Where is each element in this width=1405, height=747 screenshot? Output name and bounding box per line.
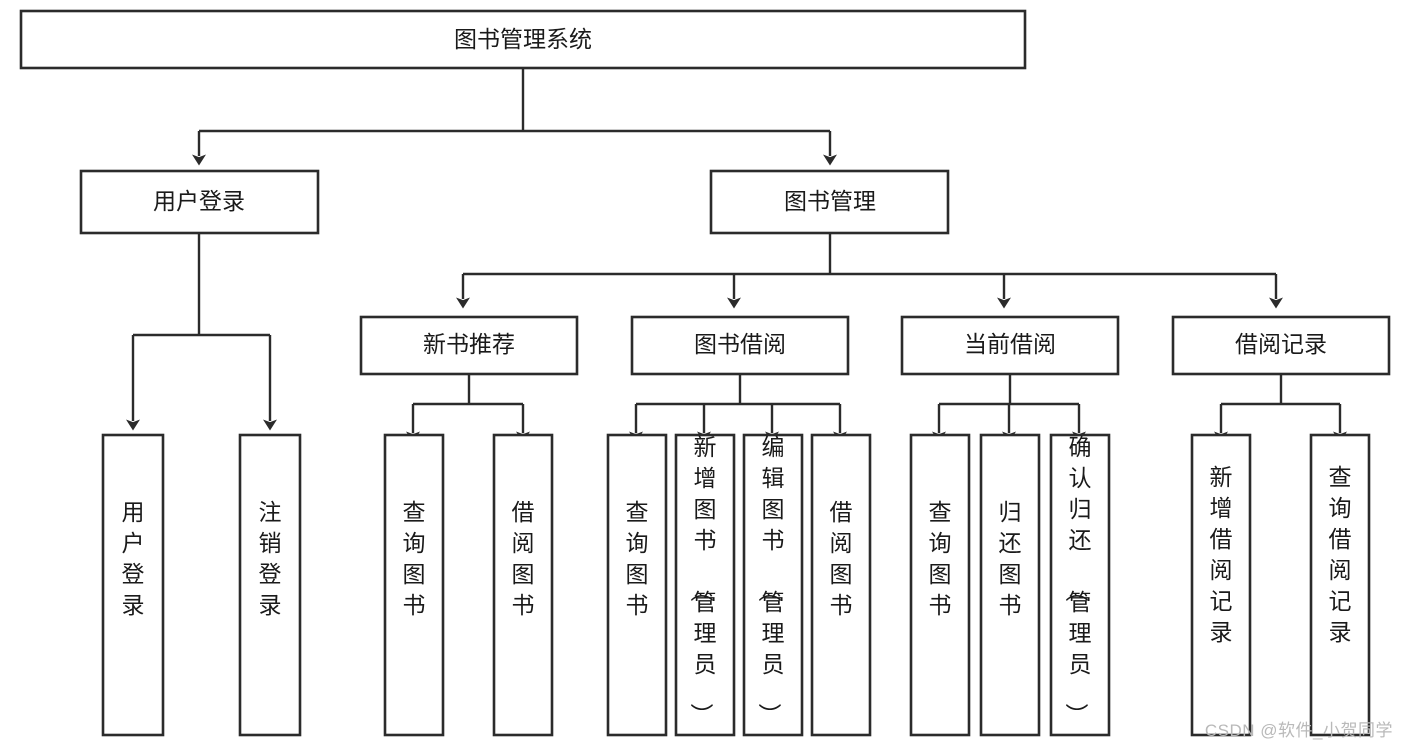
node-leaf-query-book-1[interactable]: 查询图书 [383,433,445,737]
node-leaf-logout-box[interactable] [238,433,302,737]
node-leaf-return-book-label: 归还图书 [999,499,1022,618]
node-leaf-edit-book-box[interactable] [742,433,804,737]
node-leaf-borrow-book-2-box[interactable] [810,433,872,737]
node-new-book-rec-label: 新书推荐 [423,331,515,357]
node-new-book-rec[interactable]: 新书推荐 [359,315,579,376]
node-leaf-query-book-3-box[interactable] [909,433,971,737]
node-leaf-user-login[interactable]: 用户登录 [101,433,165,737]
node-leaf-user-login-label: 用户登录 [122,499,145,618]
node-leaf-query-book-3-label: 查询图书 [929,499,952,618]
node-current-borrow[interactable]: 当前借阅 [900,315,1120,376]
node-leaf-query-book-3[interactable]: 查询图书 [909,433,971,737]
node-root-box[interactable] [19,9,1027,70]
node-leaf-confirm-return-label: 确认归还（管理员） [1064,434,1092,726]
node-current-borrow-box[interactable] [900,315,1120,376]
node-leaf-borrow-book-1[interactable]: 借阅图书 [492,433,554,737]
node-leaf-add-record[interactable]: 新增借阅记录 [1190,433,1252,737]
node-leaf-confirm-return[interactable]: 确认归还（管理员） [1049,433,1111,737]
node-leaf-logout-label: 注销登录 [259,499,282,618]
node-borrow-record-box[interactable] [1171,315,1391,376]
node-leaf-add-book-label: 新增图书（管理员） [689,434,717,726]
node-leaf-add-book-box[interactable] [674,433,736,737]
node-leaf-return-book[interactable]: 归还图书 [979,433,1041,737]
node-book-manage-label: 图书管理 [784,188,876,214]
node-current-borrow-label: 当前借阅 [964,331,1056,357]
node-book-borrow[interactable]: 图书借阅 [630,315,850,376]
node-book-manage[interactable]: 图书管理 [709,169,950,235]
node-borrow-record-label: 借阅记录 [1235,331,1327,357]
node-leaf-borrow-book-1-box[interactable] [492,433,554,737]
node-leaf-borrow-book-2[interactable]: 借阅图书 [810,433,872,737]
node-user-login-label: 用户登录 [153,188,245,214]
node-leaf-add-record-box[interactable] [1190,433,1252,737]
node-book-borrow-box[interactable] [630,315,850,376]
node-leaf-borrow-book-1-label: 借阅图书 [512,499,535,618]
node-leaf-logout[interactable]: 注销登录 [238,433,302,737]
node-book-manage-box[interactable] [709,169,950,235]
node-user-login-box[interactable] [79,169,320,235]
node-user-login[interactable]: 用户登录 [79,169,320,235]
node-leaf-query-book-2[interactable]: 查询图书 [606,433,668,737]
node-leaf-query-book-2-label: 查询图书 [626,499,649,618]
node-leaf-query-book-2-box[interactable] [606,433,668,737]
node-leaf-edit-book-label: 编辑图书（管理员） [757,434,785,726]
node-borrow-record[interactable]: 借阅记录 [1171,315,1391,376]
node-leaf-query-record-label: 查询借阅记录 [1329,464,1352,645]
node-leaf-query-book-1-label: 查询图书 [403,499,426,618]
node-root[interactable]: 图书管理系统 [19,9,1027,70]
node-leaf-user-login-box[interactable] [101,433,165,737]
node-root-label: 图书管理系统 [454,26,592,52]
node-leaf-edit-book[interactable]: 编辑图书（管理员） [742,433,804,737]
node-leaf-confirm-return-box[interactable] [1049,433,1111,737]
node-leaf-add-book[interactable]: 新增图书（管理员） [674,433,736,737]
node-leaf-return-book-box[interactable] [979,433,1041,737]
node-book-borrow-label: 图书借阅 [694,331,786,357]
edge-layer [126,69,1347,443]
node-leaf-query-record[interactable]: 查询借阅记录 [1309,433,1371,737]
node-new-book-rec-box[interactable] [359,315,579,376]
node-leaf-query-book-1-box[interactable] [383,433,445,737]
node-leaf-add-record-label: 新增借阅记录 [1210,464,1233,645]
node-leaf-borrow-book-2-label: 借阅图书 [830,499,853,618]
node-leaf-query-record-box[interactable] [1309,433,1371,737]
